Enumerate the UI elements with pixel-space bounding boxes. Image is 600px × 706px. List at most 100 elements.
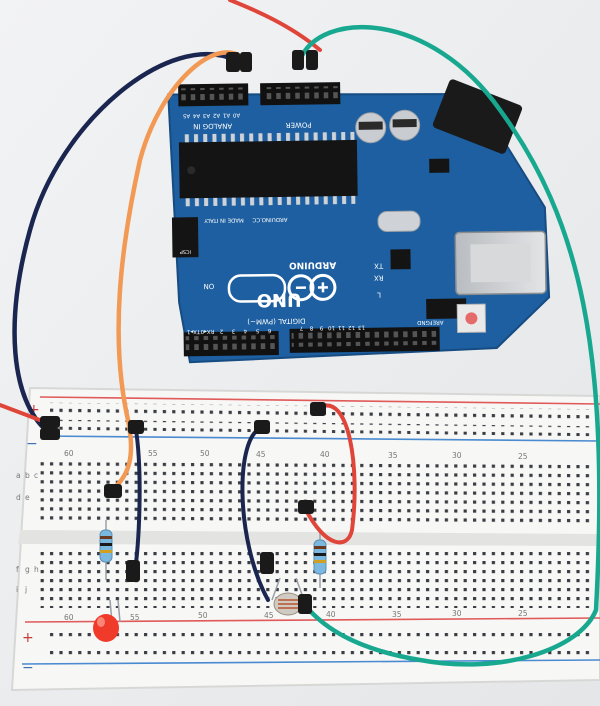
label-l: L [377,291,381,299]
digital-pin-label: 4 [243,327,247,333]
digital-pin-label: 6 [267,327,271,333]
label-website: ARDUINO.CC [252,216,287,222]
row-letter: b [25,471,30,480]
rail-minus-symbol-bottom: − [22,660,34,676]
arduino-logo [287,273,337,302]
rail-plus-bottom-line [24,617,600,623]
voltage-regulator [429,158,450,173]
analog-header-pins [180,87,247,103]
microcontroller-chip [178,139,358,199]
board-brand: ARDUINO [289,259,337,270]
column-number: 50 [200,449,210,458]
label-rx: RX [374,274,384,282]
column-number: 40 [326,610,336,619]
reset-button-cap[interactable] [465,312,478,325]
digital-pin-label: 3 [231,328,235,334]
digital-pin-label: 2 [220,328,224,334]
label-on: ON [203,282,214,290]
column-number: 35 [392,610,402,619]
row-letter: j [24,585,27,594]
label-icsp: ICSP [180,248,191,254]
analog-pin-label: A0 [232,112,240,118]
row-letter: e [25,493,30,502]
digital-pin-label: 8 [309,325,313,331]
row-letter: c [34,471,38,480]
digital-pin-label: TX▸1 [187,328,201,334]
terminal-block-upper [40,460,595,528]
board-model: UNO [256,289,301,311]
chip-pins-bottom [181,195,356,207]
digital-pin-label: 10 [327,324,335,330]
digital-pin-label: 9 [319,324,323,330]
column-number: 35 [388,451,398,460]
digital-header-low-pins [185,335,277,351]
capacitor-right [389,109,421,141]
usb-chip [390,249,411,270]
label-tx: TX [374,262,384,270]
row-letter: f [16,565,19,574]
led [93,599,121,642]
row-letter: i [16,585,18,594]
analog-pin-label: A5 [182,112,190,118]
digital-pin-label: 12 [348,324,355,330]
wire-connector-tips [40,50,326,614]
analog-pin-label: A2 [213,112,220,118]
icsp-header-right [426,298,467,319]
label-digital: DIGITAL (PWM~) [247,317,305,326]
column-number: 45 [264,611,274,620]
crystal-oscillator [377,210,421,232]
analog-pin-label: A1 [223,112,230,118]
wire-red-jumper [303,403,357,545]
rail-plus-symbol-bottom: + [22,630,34,646]
capacitor-left [355,112,387,144]
column-number: 60 [64,613,74,622]
column-number: 55 [148,449,158,458]
power-jack [432,79,523,154]
rail-bottom-holes-2 [45,648,595,658]
arduino-uno-board: UNO ARDUINO ANALOG IN POWER DIGITAL (PWM… [167,79,551,364]
column-number: 60 [64,449,74,458]
icsp-header-left [171,217,199,258]
digital-pin-label: RX◂0 [200,328,214,334]
digital-pin-label: 5 [255,327,259,333]
row-letter: h [34,565,39,574]
rail-plus-top-line [39,396,600,405]
rail-bottom-holes-1 [45,628,595,638]
digital-pin-label: 7 [299,325,303,331]
column-number: 40 [320,450,330,459]
row-letter: g [25,565,30,574]
row-letter: a [16,471,21,480]
column-number: 25 [518,452,528,461]
rail-minus-top-line [39,435,600,442]
column-number: 30 [452,451,462,460]
resistor-right [313,530,327,588]
center-channel [18,530,600,546]
chip-notch [187,166,196,175]
rail-top-holes-2 [50,419,595,437]
row-letter: d [16,493,21,502]
analog-pin-label: A4 [192,112,200,118]
wire-teal-signal [297,24,600,667]
resistor-left [99,520,113,580]
wire-red-power-left [0,403,47,424]
label-aref: AREF [429,319,443,325]
chip-pins-top [180,131,355,143]
rail-plus-symbol-top: + [28,402,40,418]
wire-navy-ground [12,52,238,435]
column-number: 50 [198,611,208,620]
wire-navy-jumper-mid [240,426,270,602]
column-number: 45 [256,450,266,459]
power-header-pins [262,86,339,102]
column-number: 55 [130,613,140,622]
wire-orange-analog [109,50,246,493]
label-gnd: GND [417,319,430,325]
rail-minus-symbol-top: − [26,436,38,452]
analog-pin-label: A3 [202,112,210,118]
digital-header-high-pins [291,330,438,347]
column-number: 30 [452,609,462,618]
digital-pin-label: 11 [338,324,345,330]
uno-badge [227,273,287,303]
label-analog-in: ANALOG IN [193,122,232,131]
usb-port-inner [470,243,531,283]
